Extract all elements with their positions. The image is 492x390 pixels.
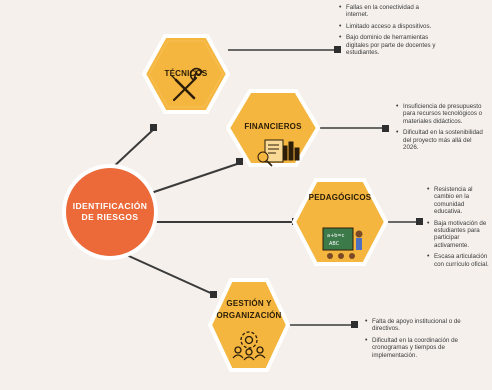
risks-financieros: Insuficiencia de presupuesto para recurs… xyxy=(396,103,488,155)
tools-icon xyxy=(171,67,203,102)
hex-label-financieros: FINANCIEROS xyxy=(244,122,302,131)
risk-item: Dificultad en la coordinación de cronogr… xyxy=(365,337,462,359)
hex-pedagogicos xyxy=(291,178,389,266)
connector-gestion xyxy=(119,251,216,296)
risk-item: Baja motivación de estudiantes para part… xyxy=(427,220,490,250)
hex-label-gestion: GESTIÓN Y ORGANIZACIÓN xyxy=(212,298,286,322)
classroom-icon: a+b=c ABC xyxy=(322,227,363,259)
risk-item: Falta de apoyo institucional o de direct… xyxy=(365,318,462,333)
hex-label-tecnicos: TÉCNICOS xyxy=(164,69,208,78)
hex-gestion xyxy=(207,278,291,372)
node-gestion-start xyxy=(210,291,217,298)
text-connectors xyxy=(228,49,418,326)
risk-item: Fallas en la conectividad a internet. xyxy=(339,4,436,19)
node-tecnicos-start xyxy=(150,124,157,131)
hex-label-gestion-line2: ORGANIZACIÓN xyxy=(216,311,282,320)
risk-item: Escasa articulación con currículo oficia… xyxy=(427,253,490,268)
node-pedagogicos-end xyxy=(416,218,423,225)
hex-label-pedagogicos: PEDAGÓGICOS xyxy=(308,193,372,202)
connector-financieros xyxy=(144,162,241,196)
hex-label-gestion-line1: GESTIÓN Y xyxy=(226,299,272,308)
risk-item: Dificultad en la sostenibilidad del proy… xyxy=(396,129,488,151)
center-title: IDENTIFICACIÓN DE RIESGOS xyxy=(72,201,148,222)
connector-tecnicos xyxy=(109,127,156,171)
node-gestion-end xyxy=(351,321,358,328)
node-financieros-start xyxy=(236,158,243,165)
team-gear-icon xyxy=(232,331,266,361)
node-tecnicos-end xyxy=(334,46,341,53)
risks-pedagogicos: Resistencia al cambio en la comunidad ed… xyxy=(427,186,490,272)
risk-item: Insuficiencia de presupuesto para recurs… xyxy=(396,103,488,125)
node-financieros-end xyxy=(382,125,389,132)
risk-item: Limitado acceso a dispositivos. xyxy=(339,23,436,31)
finance-report-icon xyxy=(257,139,300,167)
center-connectors xyxy=(109,127,296,296)
risks-tecnicos: Fallas en la conectividad a internet. Li… xyxy=(339,4,436,60)
hex-tecnicos xyxy=(141,34,231,114)
svg-text:ABC: ABC xyxy=(329,241,340,247)
risk-item: Bajo dominio de herramientas digitales p… xyxy=(339,34,436,56)
center-node xyxy=(62,164,158,260)
hex-financieros xyxy=(225,89,321,167)
risks-gestion: Falta de apoyo institucional o de direct… xyxy=(365,318,462,363)
risk-item: Resistencia al cambio en la comunidad ed… xyxy=(427,186,490,216)
svg-text:a+b=c: a+b=c xyxy=(327,233,345,239)
